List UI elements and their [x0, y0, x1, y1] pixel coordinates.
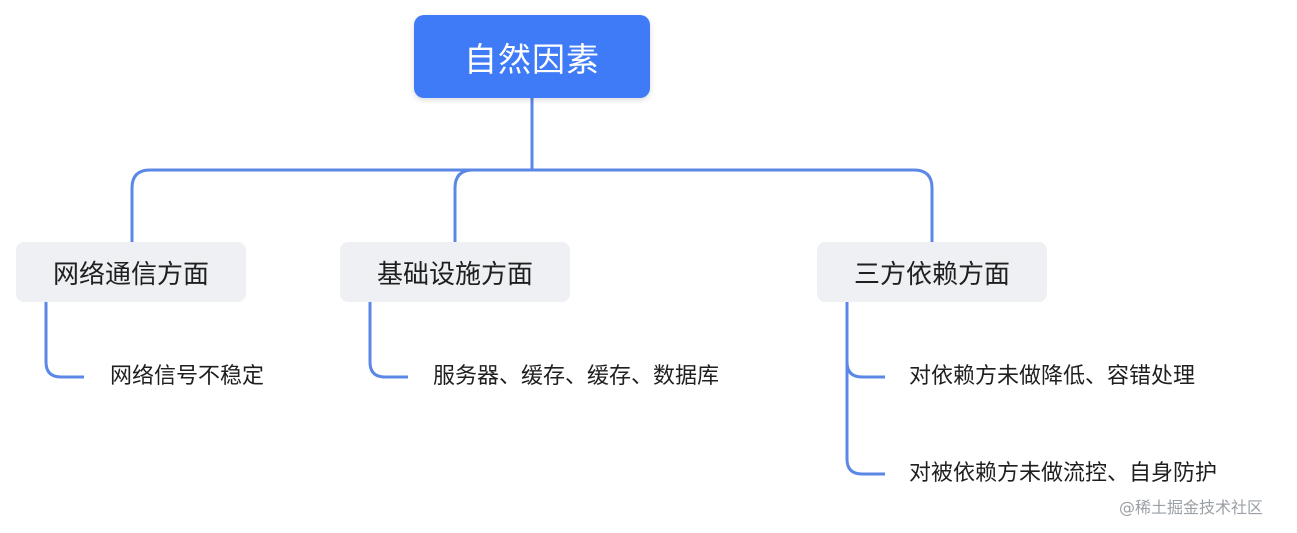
leaf-node-network-signal[interactable]: 网络信号不稳定 — [110, 364, 265, 389]
connector-to-branch-0 — [130, 168, 532, 242]
leaf-node-degrade-fault-tolerance[interactable]: 对依赖方未做降低、容错处理 — [909, 364, 1196, 389]
connector-branch-2-leaf-1 — [845, 362, 885, 476]
connector-branch-2-leaf-0 — [845, 302, 885, 379]
leaf-node-flow-control-protection[interactable]: 对被依赖方未做流控、自身防护 — [909, 461, 1218, 486]
branch-node-infrastructure[interactable]: 基础设施方面 — [340, 242, 570, 302]
watermark: @稀土掘金技术社区 — [1119, 498, 1264, 517]
root-node[interactable]: 自然因素 — [414, 15, 650, 98]
connector-to-branch-1 — [453, 168, 532, 242]
leaf-node-servers[interactable]: 服务器、缓存、缓存、数据库 — [433, 364, 720, 389]
branch-node-third-party[interactable]: 三方依赖方面 — [817, 242, 1047, 302]
connector-branch-0-leaf-0 — [44, 302, 84, 379]
connector-branch-1-leaf-0 — [368, 302, 408, 379]
connector-to-branch-2 — [532, 168, 934, 242]
branch-node-network[interactable]: 网络通信方面 — [16, 242, 246, 302]
